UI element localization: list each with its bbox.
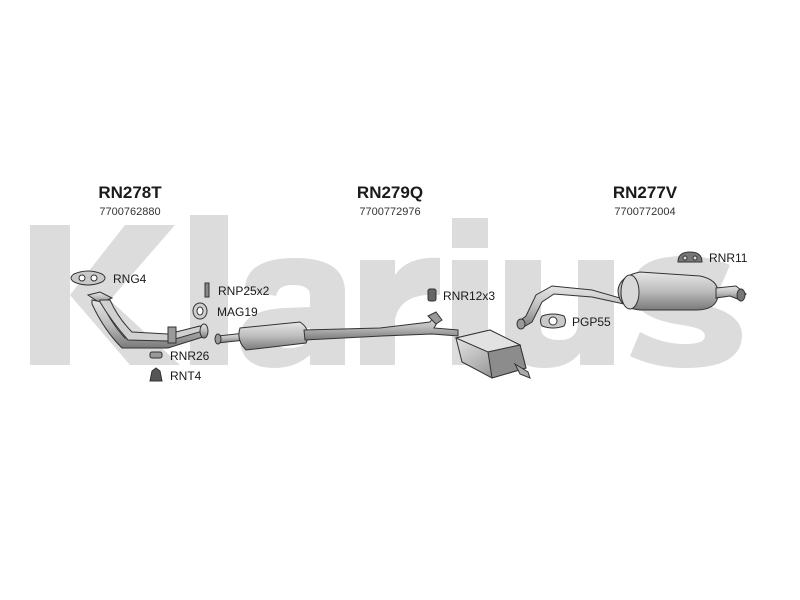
ring-gasket-icon [192,302,208,320]
section-code-center: RN279Q [356,183,424,202]
rubber-hanger-icon [677,251,703,263]
part-label-rnr11: RNR11 [709,251,748,265]
part-label-mag19: MAG19 [217,305,258,319]
part-label-rng4: RNG4 [113,272,147,286]
rubber-mount-icon [427,288,437,302]
center-pipe-with-silencer [214,311,459,351]
section-code-rear: RN277V [612,183,678,202]
part-label-pgp55: PGP55 [572,315,611,329]
gasket-icon [540,313,566,329]
section-oe-number-center: 7700772976 [359,206,421,218]
part-label-rnt4: RNT4 [170,369,202,383]
section-oe-number-front: 7700762880 [99,206,161,218]
bolt-icon [204,282,210,298]
klarius-watermark-logo [30,215,742,368]
gasket-icon [70,270,106,286]
section-code-front: RN278T [98,183,162,202]
part-label-rnr12x3: RNR12x3 [443,289,496,303]
part-label-rnr26: RNR26 [170,349,210,363]
front-downpipe [86,291,209,349]
part-label-rnp25x2: RNP25x2 [218,284,270,298]
rubber-mount-icon [149,351,163,359]
rear-pipe-with-silencer [516,271,747,330]
bracket-icon [149,367,163,382]
middle-silencer-box [454,329,531,379]
section-oe-number-rear: 7700772004 [614,206,676,218]
